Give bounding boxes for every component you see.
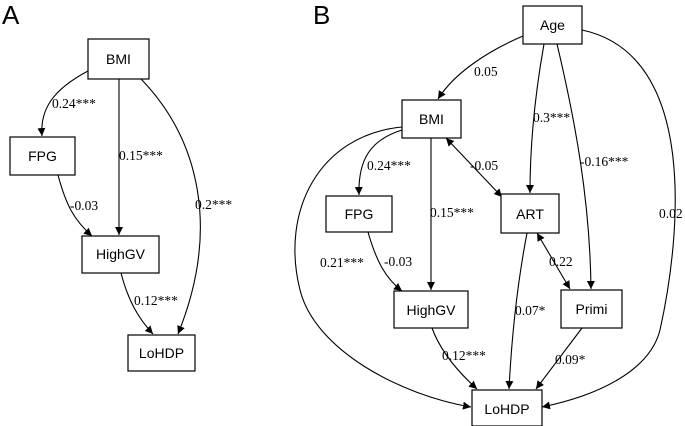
edge-b-bmi-lohdp xyxy=(294,126,472,410)
node-a-fpg-label: FPG xyxy=(28,148,57,164)
edge-b-bmi-highgv-label: 0.15*** xyxy=(430,205,474,220)
node-a-bmi-label: BMI xyxy=(106,51,131,67)
panel-b: B 0.05 0.3*** -0.16*** 0.02 0.24*** -0.0… xyxy=(294,0,683,426)
edge-b-age-lohdp xyxy=(541,29,676,410)
node-b-fpg-label: FPG xyxy=(345,206,374,222)
edge-a-bmi-lohdp xyxy=(140,78,201,335)
edge-b-highgv-lohdp xyxy=(431,327,478,390)
edge-b-art-primi xyxy=(536,232,571,290)
edge-a-bmi-lohdp-label: 0.2*** xyxy=(195,197,232,212)
node-a-highgv-label: HighGV xyxy=(96,246,146,262)
node-b-highgv-label: HighGV xyxy=(406,302,456,318)
node-b-lohdp-label: LoHDP xyxy=(484,401,529,417)
edge-a-bmi-fpg-label: 0.24*** xyxy=(52,96,96,111)
edge-b-primi-lohdp xyxy=(535,327,583,390)
edge-b-primi-lohdp-label: 0.09* xyxy=(555,352,586,367)
edge-b-bmi-art xyxy=(445,137,503,198)
node-b-highgv: HighGV xyxy=(393,290,469,329)
edge-a-fpg-highgv-label: -0.03 xyxy=(70,198,98,213)
edge-b-art-lohdp xyxy=(505,232,528,390)
edge-b-art-primi-label: 0.22 xyxy=(549,254,573,269)
edge-b-age-primi xyxy=(556,43,595,290)
node-b-art: ART xyxy=(500,193,560,234)
edge-b-age-lohdp-label: 0.02 xyxy=(659,206,683,221)
edge-a-bmi-fpg xyxy=(37,70,89,137)
node-a-highgv: HighGV xyxy=(81,235,160,274)
node-a-fpg: FPG xyxy=(9,136,76,176)
edge-a-highgv-lohdp-label: 0.12*** xyxy=(134,293,178,308)
node-b-lohdp: LoHDP xyxy=(471,389,543,426)
node-a-lohdp-label: LoHDP xyxy=(139,345,184,361)
edge-b-bmi-lohdp-label: 0.21*** xyxy=(320,255,364,270)
node-b-bmi: BMI xyxy=(401,99,462,139)
node-b-age-label: Age xyxy=(540,17,565,33)
panel-b-label: B xyxy=(313,0,330,30)
node-b-primi-label: Primi xyxy=(576,301,608,317)
edge-b-bmi-fpg-label: 0.24*** xyxy=(367,158,411,173)
node-b-age: Age xyxy=(522,5,583,45)
node-b-primi: Primi xyxy=(560,289,623,329)
edge-b-bmi-art-label: -0.05 xyxy=(470,158,498,173)
edge-b-bmi-fpg xyxy=(354,129,403,196)
edge-b-age-bmi-label: 0.05 xyxy=(474,64,498,79)
node-b-bmi-label: BMI xyxy=(419,111,444,127)
edge-b-fpg-highgv-label: -0.03 xyxy=(384,254,412,269)
node-b-art-label: ART xyxy=(516,206,544,222)
edge-b-age-bmi xyxy=(437,35,524,100)
panel-a: A 0.24*** 0.15*** 0.2*** -0.03 0.12*** B… xyxy=(2,0,232,372)
edge-b-fpg-highgv xyxy=(367,231,403,292)
edge-b-age-art xyxy=(526,43,545,194)
edge-b-highgv-lohdp-label: 0.12*** xyxy=(442,348,486,363)
edge-a-bmi-highgv-label: 0.15*** xyxy=(119,148,163,163)
edge-a-highgv-lohdp xyxy=(120,272,154,335)
node-a-bmi: BMI xyxy=(87,38,150,80)
edge-b-age-art-label: 0.3*** xyxy=(533,110,570,125)
node-a-lohdp: LoHDP xyxy=(127,334,196,372)
edge-b-age-primi-label: -0.16*** xyxy=(580,154,629,169)
edge-a-fpg-highgv xyxy=(57,174,93,237)
panel-a-label: A xyxy=(2,0,20,30)
node-b-fpg: FPG xyxy=(325,195,393,233)
edge-b-art-lohdp-label: 0.07* xyxy=(515,303,546,318)
